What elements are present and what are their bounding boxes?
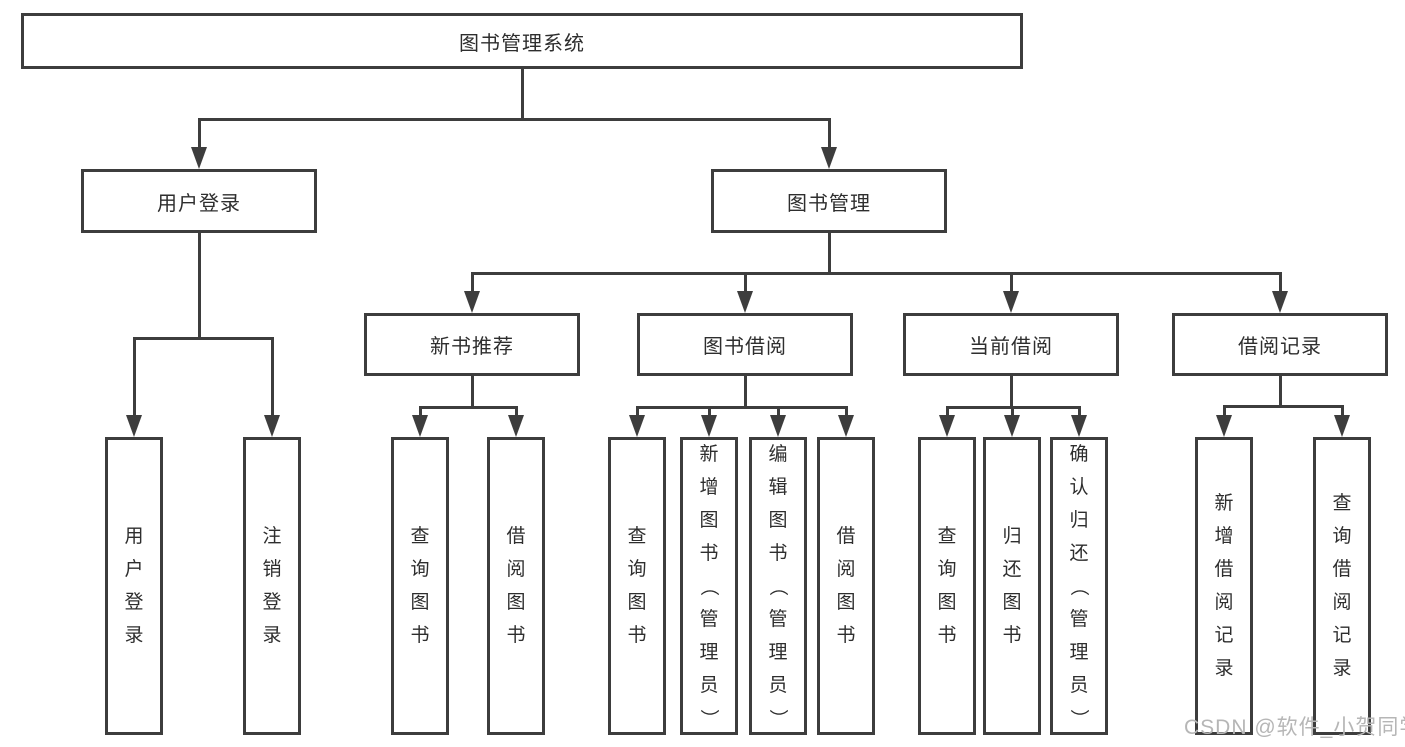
node-leaf-user-login: 用户登录 bbox=[105, 437, 163, 735]
arrow-down-icon bbox=[508, 415, 524, 437]
edge-branch bbox=[1278, 272, 1282, 295]
arrow-down-icon bbox=[821, 147, 837, 169]
node-label: 新增图书（管理员） bbox=[698, 443, 720, 728]
edge-branch bbox=[1077, 406, 1081, 419]
edge-stem bbox=[470, 376, 474, 406]
node-book-borrow: 图书借阅 bbox=[637, 313, 853, 376]
arrow-down-icon bbox=[1004, 415, 1020, 437]
node-label: 借阅图书 bbox=[836, 526, 856, 646]
node-book-mgmt: 图书管理 bbox=[711, 169, 947, 233]
node-label: 图书管理 bbox=[787, 192, 871, 215]
arrow-down-icon bbox=[701, 415, 717, 437]
node-label: 图书管理系统 bbox=[459, 32, 585, 55]
node-label: 借阅图书 bbox=[506, 526, 526, 646]
node-leaf-borrow-book-bor: 借阅图书 bbox=[817, 437, 875, 735]
edge-branch bbox=[514, 406, 518, 419]
arrow-down-icon bbox=[770, 415, 786, 437]
edge-stem bbox=[520, 69, 524, 118]
edge-stem bbox=[1278, 376, 1282, 405]
node-label: 查询借阅记录 bbox=[1332, 493, 1352, 679]
node-label: 注销登录 bbox=[262, 526, 282, 646]
node-current-borrow: 当前借阅 bbox=[903, 313, 1119, 376]
edge-bar bbox=[635, 406, 848, 409]
node-label: 查询图书 bbox=[937, 526, 957, 646]
arrow-down-icon bbox=[629, 415, 645, 437]
edge-bar bbox=[470, 272, 1282, 275]
node-leaf-query-book-bor: 查询图书 bbox=[608, 437, 666, 735]
node-leaf-query-book-cur: 查询图书 bbox=[918, 437, 976, 735]
edge-branch bbox=[270, 337, 274, 419]
node-label: 借阅记录 bbox=[1238, 336, 1322, 358]
arrow-down-icon bbox=[737, 291, 753, 313]
arrow-down-icon bbox=[264, 415, 280, 437]
edge-branch bbox=[635, 406, 639, 419]
node-leaf-query-record: 查询借阅记录 bbox=[1313, 437, 1371, 735]
node-user-login: 用户登录 bbox=[81, 169, 317, 233]
edge-branch bbox=[743, 272, 747, 295]
arrow-down-icon bbox=[939, 415, 955, 437]
node-leaf-add-record: 新增借阅记录 bbox=[1195, 437, 1253, 735]
arrow-down-icon bbox=[1003, 291, 1019, 313]
node-leaf-confirm-return: 确认归还（管理员） bbox=[1050, 437, 1108, 735]
node-leaf-logout: 注销登录 bbox=[243, 437, 301, 735]
edge-branch bbox=[1009, 272, 1013, 295]
node-label: 新书推荐 bbox=[430, 336, 514, 358]
edge-branch bbox=[707, 406, 711, 419]
node-leaf-borrow-book-rec: 借阅图书 bbox=[487, 437, 545, 735]
edge-branch bbox=[1222, 405, 1226, 419]
edge-bar bbox=[1222, 405, 1344, 408]
node-new-book-rec: 新书推荐 bbox=[364, 313, 580, 376]
edge-branch bbox=[418, 406, 422, 419]
edge-branch bbox=[132, 337, 136, 419]
arrow-down-icon bbox=[1216, 415, 1232, 437]
edge-stem bbox=[743, 376, 747, 406]
edge-branch bbox=[470, 272, 474, 295]
arrow-down-icon bbox=[191, 147, 207, 169]
node-label: 查询图书 bbox=[627, 526, 647, 646]
arrow-down-icon bbox=[1272, 291, 1288, 313]
node-leaf-return-book: 归还图书 bbox=[983, 437, 1041, 735]
edge-stem bbox=[827, 233, 831, 272]
edge-branch bbox=[827, 118, 831, 151]
node-borrow-record: 借阅记录 bbox=[1172, 313, 1388, 376]
node-label: 图书借阅 bbox=[703, 336, 787, 358]
node-label: 编辑图书（管理员） bbox=[767, 443, 789, 728]
node-leaf-edit-book-admin: 编辑图书（管理员） bbox=[749, 437, 807, 735]
node-root: 图书管理系统 bbox=[21, 13, 1023, 69]
node-label: 新增借阅记录 bbox=[1214, 493, 1234, 679]
arrow-down-icon bbox=[1071, 415, 1087, 437]
node-label: 归还图书 bbox=[1002, 526, 1022, 646]
edge-stem bbox=[197, 233, 201, 337]
edge-bar bbox=[132, 337, 274, 340]
node-label: 用户登录 bbox=[124, 526, 144, 646]
edge-bar bbox=[197, 118, 831, 121]
edge-branch bbox=[844, 406, 848, 419]
edge-branch bbox=[1340, 405, 1344, 419]
edge-branch bbox=[197, 118, 201, 151]
edge-branch bbox=[776, 406, 780, 419]
arrow-down-icon bbox=[464, 291, 480, 313]
edge-bar bbox=[418, 406, 518, 409]
arrow-down-icon bbox=[1334, 415, 1350, 437]
edge-branch bbox=[945, 406, 949, 419]
arrow-down-icon bbox=[838, 415, 854, 437]
node-leaf-query-book-rec: 查询图书 bbox=[391, 437, 449, 735]
node-label: 用户登录 bbox=[157, 192, 241, 215]
csdn-watermark: CSDN @软件_小贺同学 bbox=[1184, 716, 1405, 739]
arrow-down-icon bbox=[412, 415, 428, 437]
node-label: 当前借阅 bbox=[969, 336, 1053, 358]
arrow-down-icon bbox=[126, 415, 142, 437]
node-label: 查询图书 bbox=[410, 526, 430, 646]
node-leaf-add-book-admin: 新增图书（管理员） bbox=[680, 437, 738, 735]
edge-branch bbox=[1010, 406, 1014, 419]
edge-stem bbox=[1009, 376, 1013, 406]
node-label: 确认归还（管理员） bbox=[1068, 443, 1090, 728]
